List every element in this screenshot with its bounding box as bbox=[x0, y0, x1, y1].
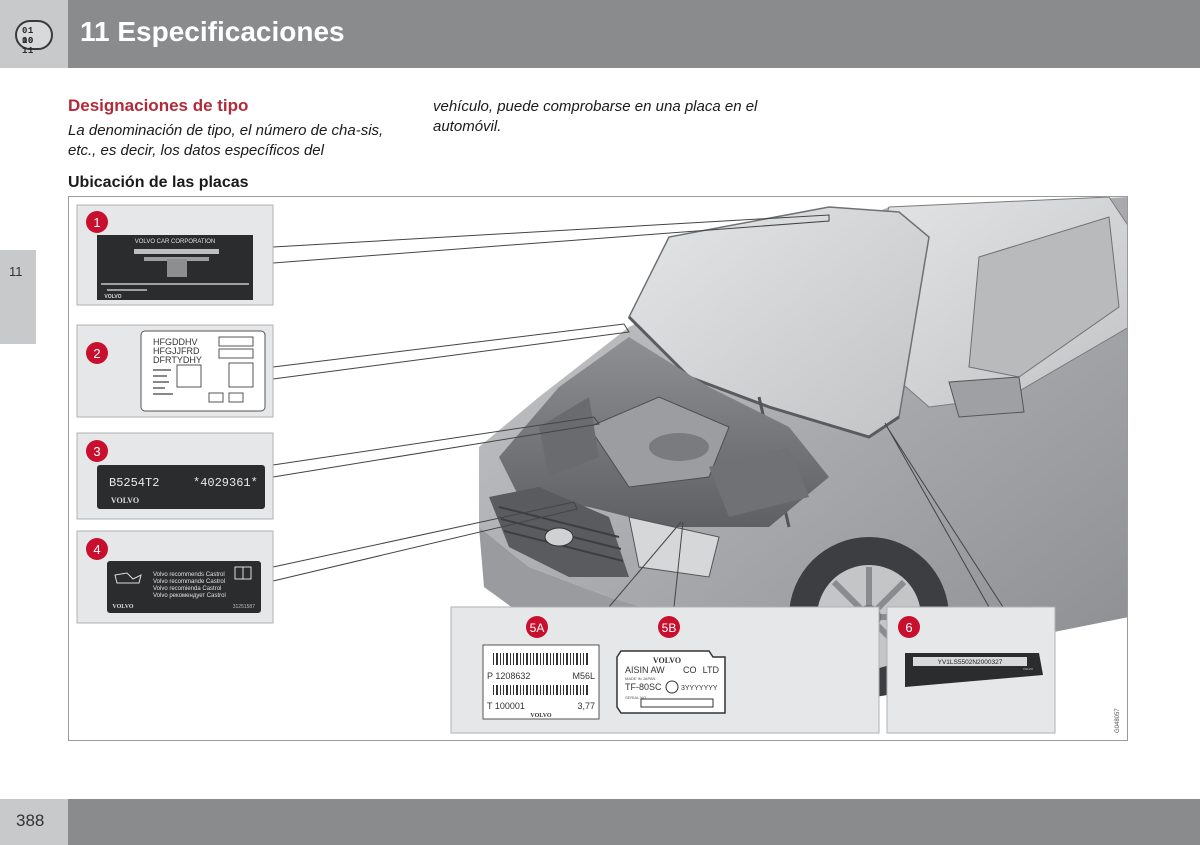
plate-5b-ltd: LTD bbox=[703, 665, 720, 675]
chapter-title: 11 Especificaciones bbox=[80, 16, 345, 48]
plate-5b-maker: AISIN AW bbox=[625, 665, 665, 675]
footer-tab: 388 bbox=[0, 799, 68, 845]
intro-text-right: vehículo, puede comprobarse en una placa… bbox=[433, 97, 773, 137]
plate-4-line-3: Volvo recomienda Castrol bbox=[153, 586, 221, 592]
plate-3-serial: *4029361* bbox=[193, 476, 258, 490]
plate-5b-brand: VOLVO bbox=[653, 656, 681, 665]
plate-3-panel: B5254T2 *4029361* VOLVO 3 bbox=[77, 433, 273, 519]
subsection-heading: Ubicación de las placas bbox=[68, 174, 249, 192]
callout-6-label: 6 bbox=[905, 620, 912, 635]
plate-5b-model: TF-80SC bbox=[625, 682, 662, 692]
callout-5a-label: 5A bbox=[530, 621, 545, 635]
specifications-icon: 01 10 00 11 bbox=[15, 20, 53, 50]
badge-line-2: 00 11 bbox=[22, 36, 51, 56]
plate-location-figure: VOLVO CAR CORPORATION VOLVO 1 HFGDDHV HF… bbox=[68, 196, 1128, 741]
section-heading: Designaciones de tipo bbox=[68, 96, 248, 116]
callout-2-label: 2 bbox=[93, 346, 100, 361]
plate-6-panel: YV1LS5502N2000327 VOLVO 6 bbox=[887, 607, 1055, 733]
callout-1-label: 1 bbox=[93, 215, 100, 230]
plate-5b-co: CO bbox=[683, 665, 697, 675]
plate-2-line-3: DFRTYDHY bbox=[153, 355, 202, 365]
plate-4-line-4: Volvo рекомендует Castrol bbox=[153, 593, 226, 599]
plate-4-panel: Volvo recommends Castrol Volvo recommand… bbox=[77, 531, 273, 623]
plate-1-title: VOLVO CAR CORPORATION bbox=[135, 239, 215, 245]
page-footer: 388 bbox=[0, 799, 1200, 845]
chapter-side-tab: 11 bbox=[0, 250, 36, 344]
plate-2-panel: HFGDDHV HFGJJFRD DFRTYDHY 2 bbox=[77, 325, 273, 417]
page-header: 01 10 00 11 11 Especificaciones bbox=[0, 0, 1200, 68]
plate-4-line-1: Volvo recommends Castrol bbox=[153, 572, 225, 578]
page-number: 388 bbox=[16, 811, 44, 831]
image-code: G048057 bbox=[1115, 708, 1121, 733]
figure-illustration: VOLVO CAR CORPORATION VOLVO 1 HFGDDHV HF… bbox=[69, 197, 1128, 741]
plate-1-panel: VOLVO CAR CORPORATION VOLVO 1 bbox=[77, 205, 273, 305]
plate-3-brand: VOLVO bbox=[111, 496, 139, 505]
header-tab: 01 10 00 11 bbox=[0, 0, 68, 68]
plate-5a-brand: VOLVO bbox=[530, 713, 552, 719]
plate-5a-part: P 1208632 bbox=[487, 671, 530, 681]
callout-5b-label: 5B bbox=[662, 621, 677, 635]
callout-4-label: 4 bbox=[93, 542, 100, 557]
intro-text-left: La denominación de tipo, el número de ch… bbox=[68, 121, 398, 161]
plate-6-brand: VOLVO bbox=[1023, 667, 1034, 671]
barcode-5a bbox=[493, 653, 588, 665]
plate-5a-model: M56L bbox=[572, 671, 595, 681]
plate-4-line-2: Volvo recommande Castrol bbox=[153, 579, 225, 585]
callout-3-label: 3 bbox=[93, 444, 100, 459]
plate-4-brand: VOLVO bbox=[112, 604, 134, 610]
plate-4-code: 31251587 bbox=[233, 604, 255, 610]
plate-6-vin: YV1LS5502N2000327 bbox=[938, 659, 1003, 666]
barcode-5a-lower bbox=[493, 685, 588, 695]
plate-1-brand: VOLVO bbox=[104, 294, 121, 300]
side-tab-label: 11 bbox=[9, 264, 23, 279]
plate-5-panel: P 1208632 M56L T 100001 3,77 VOLVO 5A VO… bbox=[451, 607, 879, 733]
plate-5b-origin: MADE IN JAPAN bbox=[625, 676, 655, 681]
plate-5b-serial: 3YYYYYYY bbox=[681, 685, 718, 692]
plate-5a-ratio: 3,77 bbox=[577, 701, 595, 711]
plate-3-code: B5254T2 bbox=[109, 476, 159, 490]
plate-5a-serial: T 100001 bbox=[487, 701, 525, 711]
